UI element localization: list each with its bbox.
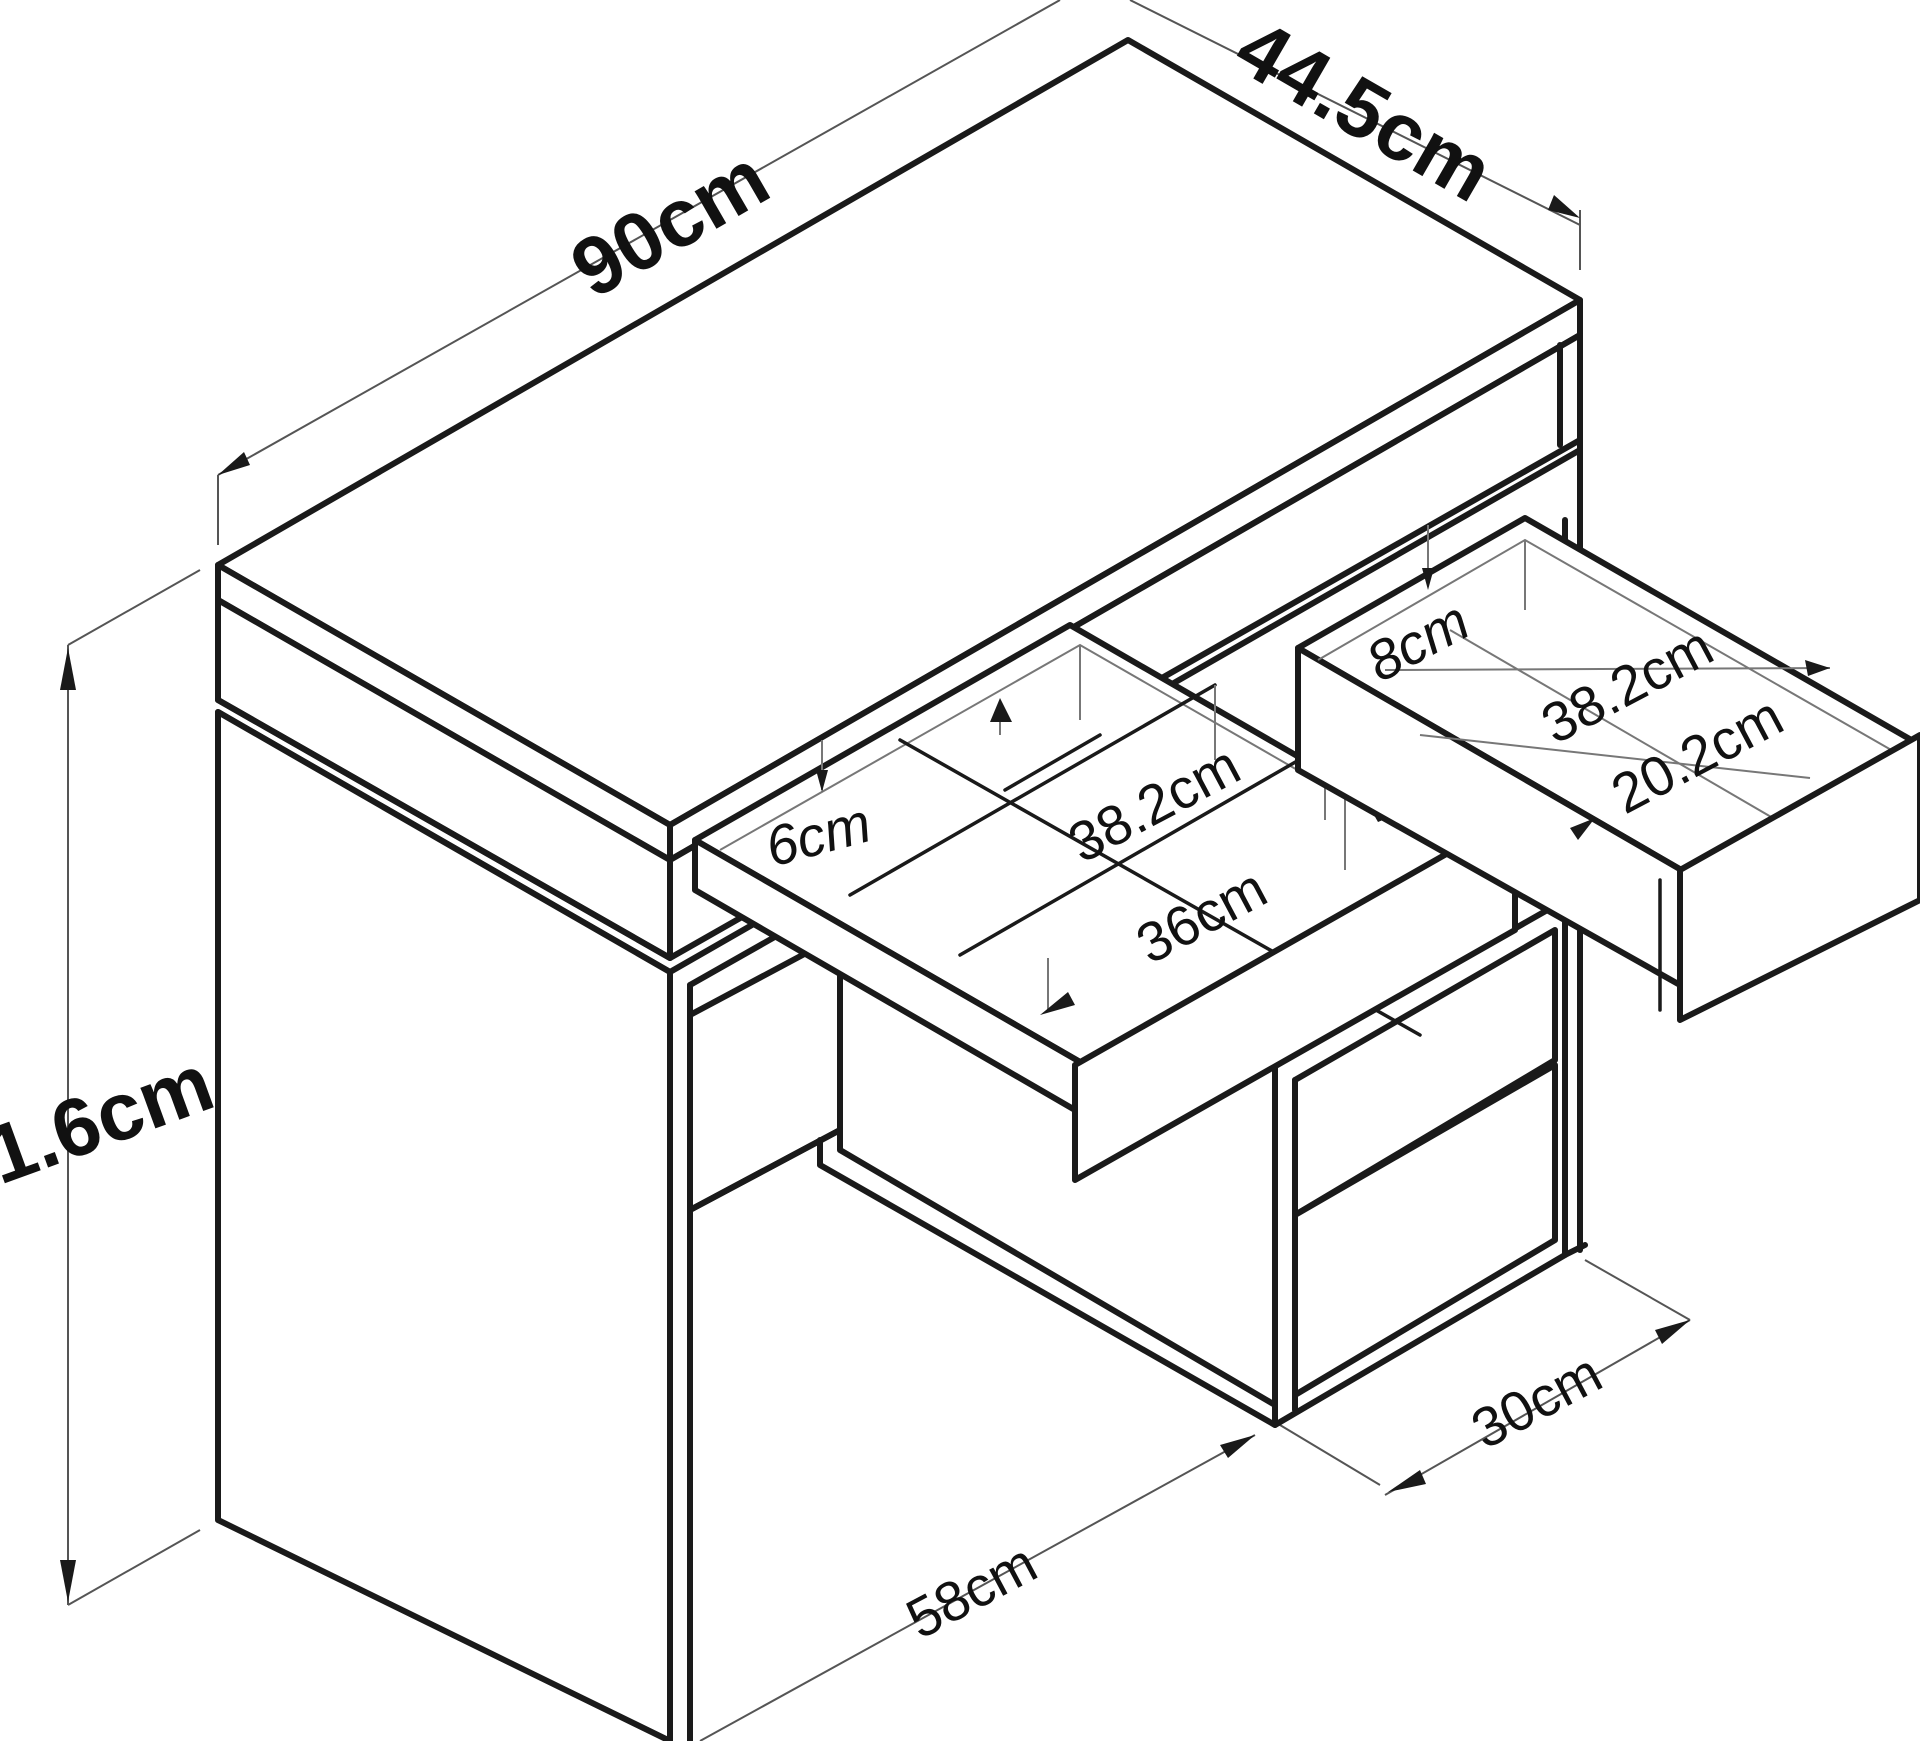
cabinet-depth-dimension-line: [1384, 1259, 1691, 1496]
height-label: 1.6cm: [0, 1037, 225, 1202]
knee-space-dimension-line: [699, 1424, 1381, 1742]
cabinet-depth-label: 30cm: [1461, 1341, 1611, 1461]
right-cabinet: [1272, 437, 1588, 1428]
left-drawer: [692, 622, 1518, 1183]
right-drawer: [1295, 515, 1920, 1023]
depth-dimension-line: [1129, 0, 1581, 270]
height-dimension-line: [60, 569, 201, 1606]
under-desk-recess: [687, 897, 1278, 1428]
desk-top: [215, 37, 1583, 863]
knee-space-label: 58cm: [896, 1531, 1046, 1651]
width-dimension-line: [217, 0, 1061, 545]
